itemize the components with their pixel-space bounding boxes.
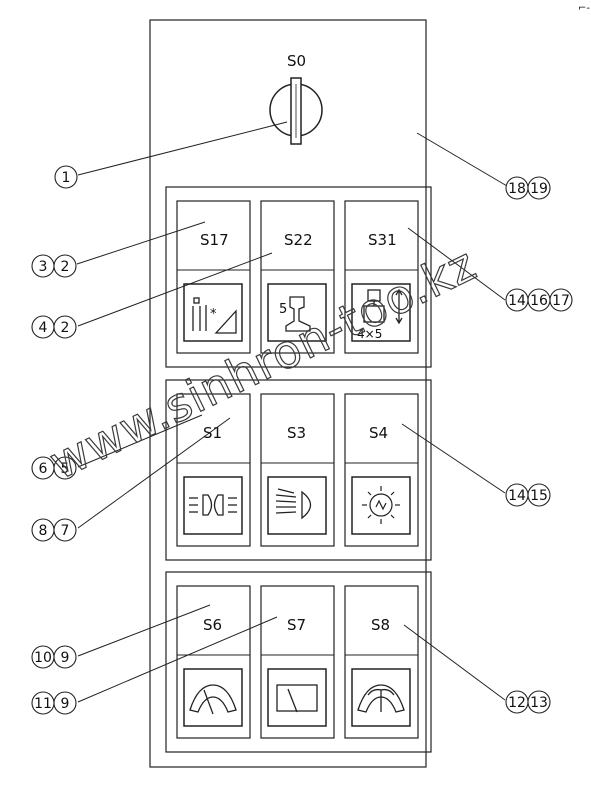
button-s31[interactable]: S31 4×5 [344, 200, 419, 354]
corner-mark: ⌐- [578, 3, 590, 14]
button-label: S1 [203, 424, 222, 442]
svg-text:8: 8 [39, 523, 48, 539]
svg-text:19: 19 [530, 181, 548, 197]
seat-adjust-icon: * [192, 297, 237, 334]
callout-10-9: 10 9 [31, 645, 77, 669]
svg-text:16: 16 [530, 293, 548, 309]
svg-text:*: * [210, 307, 217, 322]
control-panel [149, 19, 427, 768]
button-s4[interactable]: S4 [344, 393, 419, 547]
svg-text:14: 14 [508, 488, 526, 504]
svg-text:6: 6 [39, 461, 48, 477]
icon-text: 5 [279, 302, 287, 317]
button-label: S7 [287, 616, 306, 634]
washer-wiper-icon [357, 684, 405, 713]
button-s1[interactable]: S1 [176, 393, 251, 547]
button-s3[interactable]: S3 [260, 393, 335, 547]
switch-group-1 [165, 186, 432, 368]
callout-14-15: 14 15 [505, 483, 551, 507]
callout-1: 1 [54, 165, 78, 189]
button-label: S22 [284, 231, 313, 249]
svg-text:1: 1 [62, 170, 71, 186]
svg-text:14: 14 [508, 293, 526, 309]
headlight-icon [275, 488, 312, 520]
button-s8[interactable]: S8 [344, 585, 419, 739]
svg-text:2: 2 [61, 320, 70, 336]
callout-14-16-17: 14 16 17 [505, 288, 573, 312]
button-label: S3 [287, 424, 306, 442]
parking-light-icon [189, 494, 237, 516]
svg-text:2: 2 [61, 259, 70, 275]
icon-text: 4×5 [357, 327, 382, 341]
switch-group-3 [165, 571, 432, 753]
svg-text:10: 10 [34, 650, 52, 666]
callout-12-13: 12 13 [505, 690, 551, 714]
key-switch: S0 [269, 52, 323, 145]
svg-text:3: 3 [39, 259, 48, 275]
callout-18-19: 18 19 [505, 176, 551, 200]
callout-6-5: 6 5 [31, 456, 77, 480]
svg-text:9: 9 [61, 696, 70, 712]
work-light-icon [362, 486, 400, 524]
button-s22[interactable]: S22 5 [260, 200, 335, 354]
callout-11-9: 11 9 [31, 691, 77, 715]
button-label: S4 [369, 424, 388, 442]
svg-text:17: 17 [552, 293, 570, 309]
front-wiper-icon [189, 684, 237, 715]
button-s7[interactable]: S7 [260, 585, 335, 739]
svg-text:15: 15 [530, 488, 548, 504]
leader-lines [76, 121, 508, 703]
svg-text:5: 5 [61, 461, 70, 477]
svg-text:13: 13 [530, 695, 548, 711]
svg-text:9: 9 [61, 650, 70, 666]
key-switch-label: S0 [287, 52, 306, 70]
callout-4-2: 4 2 [31, 315, 77, 339]
button-s6[interactable]: S6 [176, 585, 251, 739]
rail-profile-icon: 5 [279, 296, 311, 332]
svg-text:11: 11 [34, 696, 52, 712]
button-label: S6 [203, 616, 222, 634]
svg-text:4: 4 [39, 320, 48, 336]
svg-text:12: 12 [508, 695, 526, 711]
button-label: S8 [371, 616, 390, 634]
svg-text:7: 7 [61, 523, 70, 539]
svg-text:18: 18 [508, 181, 526, 197]
rear-window-icon [276, 684, 318, 713]
button-label: S17 [200, 231, 229, 249]
callout-3-2: 3 2 [31, 254, 77, 278]
callouts: 1 18 19 3 2 4 2 14 16 17 [31, 165, 573, 715]
button-label: S31 [368, 231, 397, 249]
button-s17[interactable]: S17 * [176, 200, 251, 354]
switch-group-2 [165, 379, 432, 561]
callout-8-7: 8 7 [31, 518, 77, 542]
lift-arrow-icon: 4×5 [357, 288, 403, 341]
